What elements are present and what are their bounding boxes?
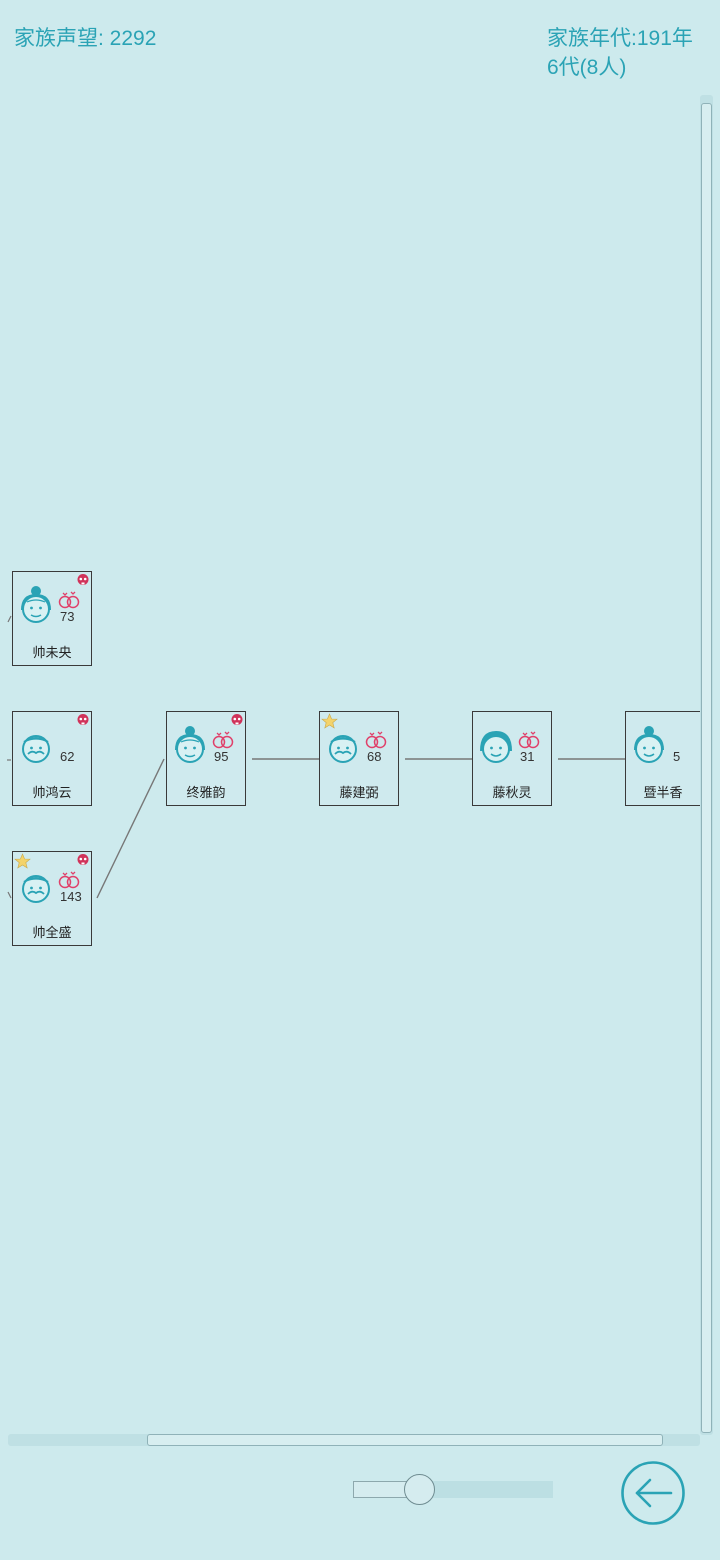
member-age: 5	[673, 749, 681, 764]
wedding-rings-icon	[57, 869, 81, 889]
family-reputation: 家族声望: 2292	[14, 27, 157, 50]
member-name: 藤建弼	[339, 785, 379, 800]
wedding-rings-icon	[517, 729, 541, 749]
member-age: 95	[214, 749, 229, 764]
zoom-slider-handle[interactable]	[404, 1474, 435, 1505]
wedding-rings-icon	[211, 729, 235, 749]
star-icon	[14, 853, 31, 869]
family-member-card[interactable]: 31 藤秋灵	[472, 711, 552, 806]
member-name: 暨半香	[643, 785, 683, 800]
horizontal-scrollbar-thumb[interactable]	[147, 1434, 663, 1446]
girl-icon	[631, 725, 667, 765]
family-member-card[interactable]: 62 帅鸿云	[12, 711, 92, 806]
family-member-card[interactable]: 5 暨半香	[625, 711, 700, 806]
back-arrow-icon	[621, 1461, 685, 1525]
member-name: 帅未央	[32, 645, 72, 660]
skull-icon	[76, 713, 90, 727]
member-age: 62	[60, 749, 75, 764]
elder-female-icon	[172, 725, 208, 765]
elder-male-icon	[325, 725, 361, 765]
family-member-card[interactable]: 143 帅全盛	[12, 851, 92, 946]
member-name: 终雅韵	[186, 785, 226, 800]
wedding-rings-icon	[364, 729, 388, 749]
family-member-card[interactable]: 68 藤建弼	[319, 711, 399, 806]
back-button[interactable]	[620, 1460, 686, 1526]
family-member-card[interactable]: 95 终雅韵	[166, 711, 246, 806]
family-era-years: 家族年代:191年	[547, 27, 693, 50]
star-icon	[321, 713, 338, 729]
member-age: 143	[60, 889, 82, 904]
skull-icon	[76, 853, 90, 867]
vertical-scrollbar-thumb[interactable]	[701, 103, 712, 1433]
wedding-rings-icon	[57, 589, 81, 609]
elder-female-icon	[18, 585, 54, 625]
member-name: 藤秋灵	[492, 785, 532, 800]
member-age: 31	[520, 749, 535, 764]
member-name: 帅鸿云	[32, 785, 72, 800]
member-name: 帅全盛	[32, 925, 72, 940]
family-era: 家族年代:191年 6代(8人)	[547, 24, 693, 82]
family-generations: 6代(8人)	[547, 56, 627, 79]
member-age: 68	[367, 749, 382, 764]
young-female-icon	[478, 725, 514, 765]
skull-icon	[76, 573, 90, 587]
skull-icon	[230, 713, 244, 727]
elder-male-icon	[18, 725, 54, 765]
member-age: 73	[60, 609, 75, 624]
elder-male-icon	[18, 865, 54, 905]
family-member-card[interactable]: 73 帅未央	[12, 571, 92, 666]
